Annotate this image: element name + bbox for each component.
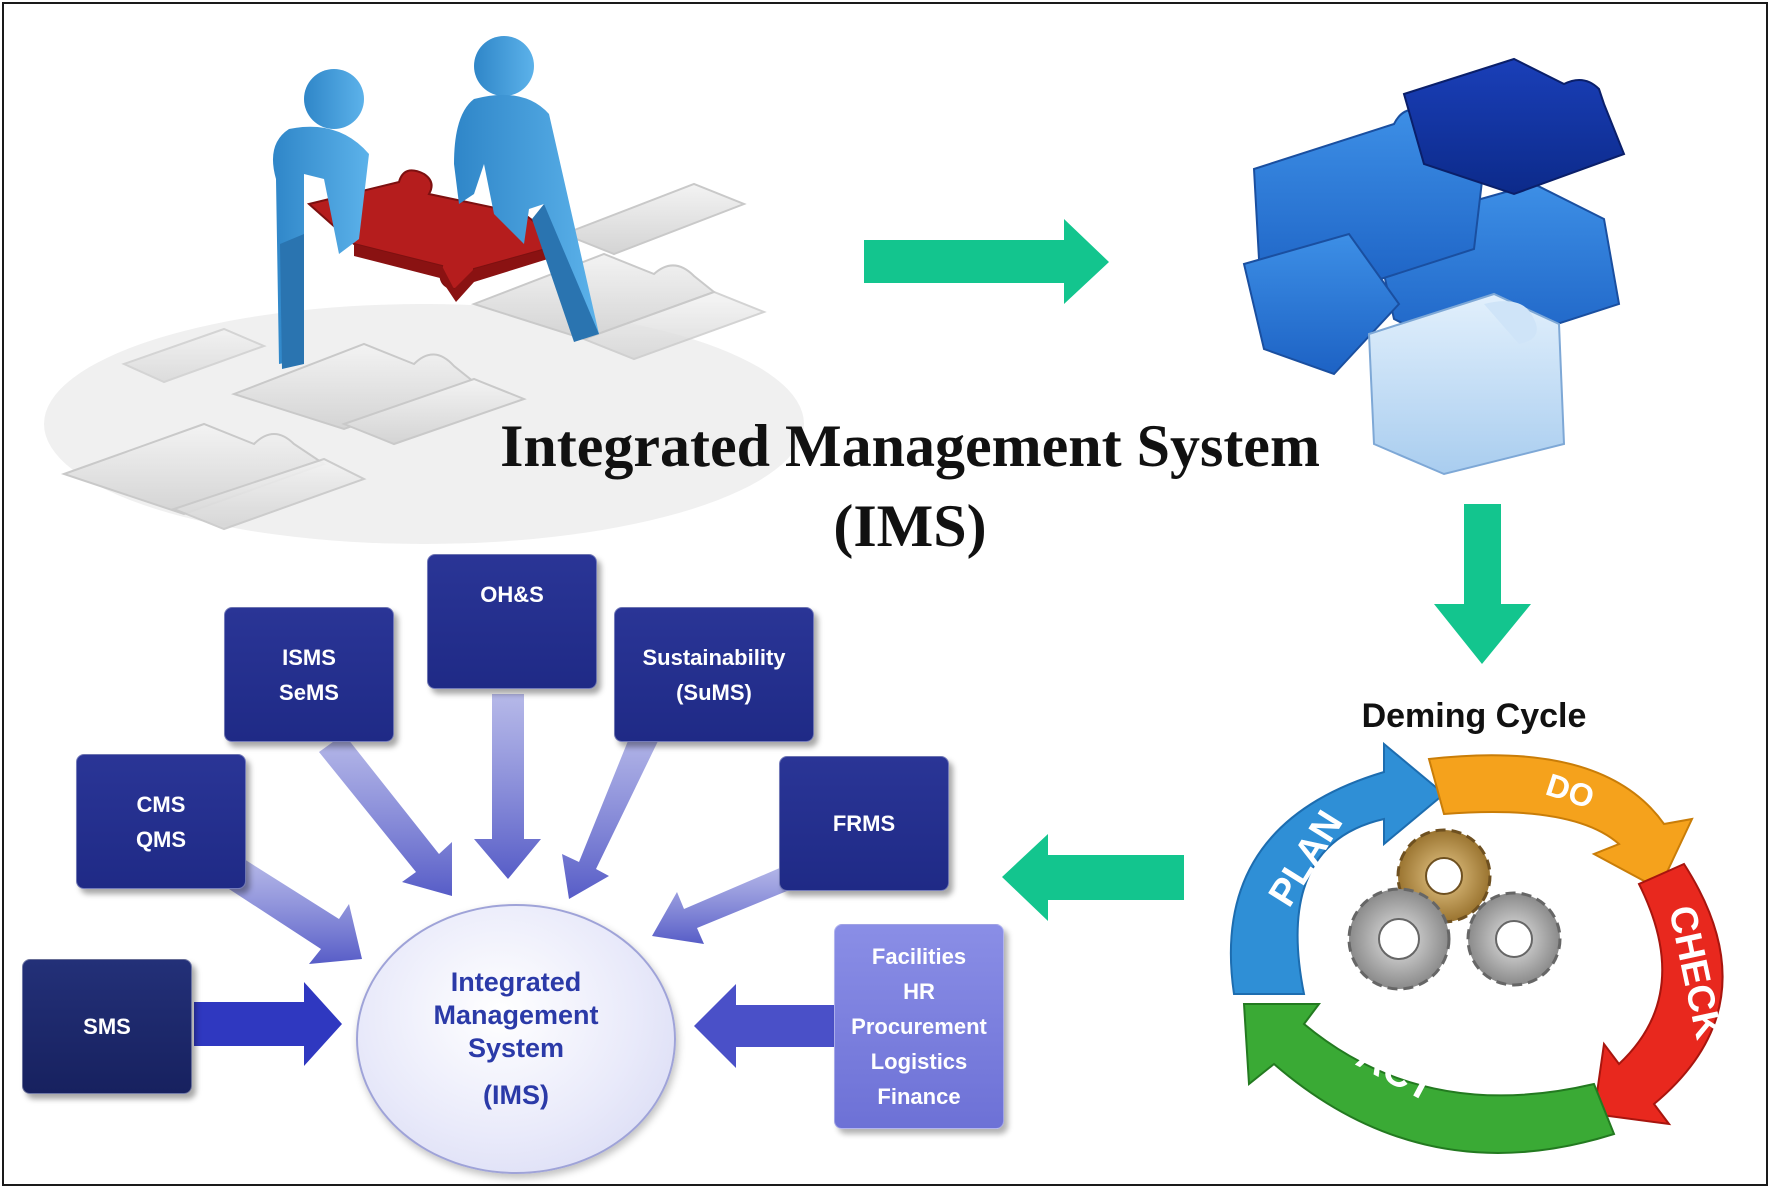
- box-hr-line: HR: [903, 979, 935, 1004]
- ims-hub-line1: Integrated: [450, 967, 582, 997]
- box-sums-line: (SuMS): [676, 679, 752, 705]
- arrow-right: [864, 219, 1109, 304]
- people-puzzle-illustration: [44, 36, 804, 544]
- box-support-functions: Facilities HR Procurement Logistics Fina…: [834, 924, 1004, 1129]
- ims-hub-line4: (IMS): [483, 1080, 549, 1110]
- box-qms-line: QMS: [135, 826, 187, 852]
- box-sms-line: SMS: [83, 1014, 131, 1039]
- box-cms-line: CMS: [136, 791, 186, 817]
- blue-puzzle-illustration: [1242, 57, 1626, 476]
- box-cms-qms: CMS QMS: [76, 754, 246, 889]
- box-frms-line: FRMS: [832, 811, 896, 836]
- ims-hub: Integrated Management System (IMS): [356, 904, 676, 1174]
- illustration-layer: PLAN DO CHECK ACT: [44, 36, 1729, 1154]
- box-isms-sems: ISMS SeMS: [224, 607, 394, 742]
- box-finance-line: Finance: [877, 1084, 961, 1109]
- arrow-down: [1434, 504, 1531, 664]
- arrow-left: [1002, 834, 1184, 921]
- box-ohs-line: OH&S: [480, 582, 544, 607]
- box-frms: FRMS: [779, 756, 949, 891]
- box-sustainability-line: Sustainability: [642, 644, 786, 670]
- box-isms-line: ISMS: [282, 644, 336, 670]
- flow-arrows: [864, 219, 1531, 921]
- diagram-title: Integrated Management System: [500, 413, 1320, 479]
- box-facilities-line: Facilities: [871, 944, 967, 969]
- diagram-title-abbrev: (IMS): [833, 493, 987, 559]
- hub-arrows: [194, 694, 834, 1068]
- ims-hub-line2: Management: [433, 1000, 599, 1030]
- deming-cycle-graphic: PLAN DO CHECK ACT: [1229, 741, 1729, 1154]
- box-logistics-line: Logistics: [870, 1049, 968, 1074]
- gears-icon: [1347, 828, 1562, 991]
- box-sms: SMS: [22, 959, 192, 1094]
- box-procurement-line: Procurement: [851, 1014, 987, 1039]
- box-ohs: OH&S: [427, 554, 597, 689]
- box-sems-line: SeMS: [279, 679, 339, 705]
- ims-hub-line3: System: [467, 1033, 565, 1063]
- box-sustainability: Sustainability (SuMS): [614, 607, 814, 742]
- deming-cycle-title: Deming Cycle: [1361, 697, 1587, 735]
